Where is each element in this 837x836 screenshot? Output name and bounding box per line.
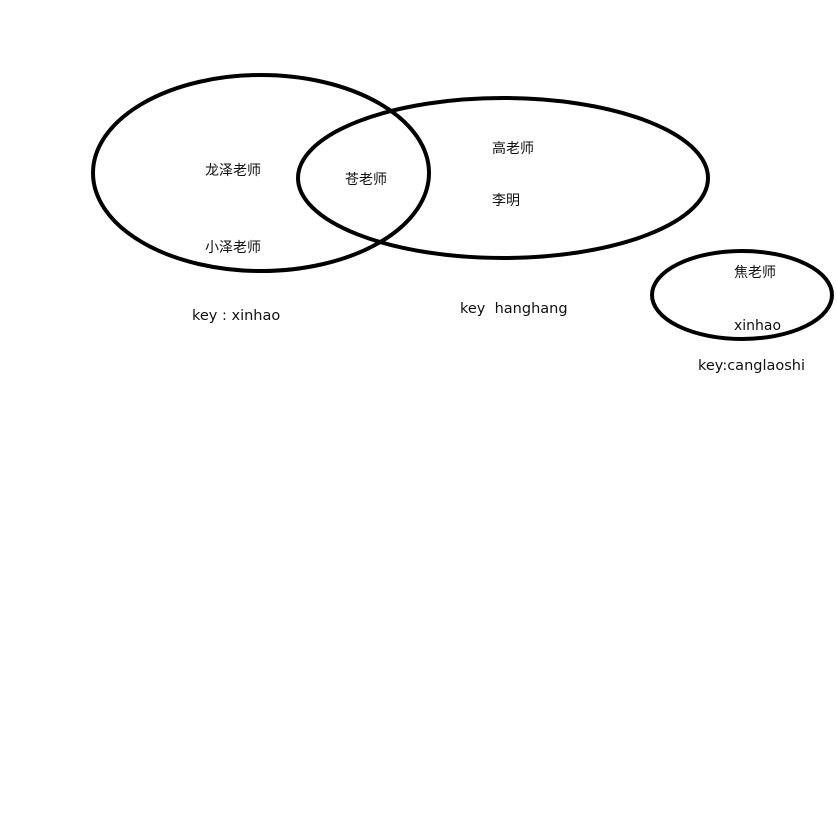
member-label: 龙泽老师	[205, 163, 261, 179]
set-ellipse-canglaoshi	[650, 249, 834, 341]
set-ellipse-xinhao	[91, 73, 431, 273]
member-label: 李明	[492, 193, 520, 209]
intersection-member-label: 苍老师	[345, 172, 387, 188]
member-label: 小泽老师	[205, 240, 261, 256]
set-ellipse-hanghang	[296, 96, 710, 260]
member-label: 高老师	[492, 140, 534, 157]
set-key-label-xinhao: key : xinhao	[192, 308, 280, 324]
set-key-label-hanghang: key hanghang	[460, 301, 568, 317]
member-label: xinhao	[734, 318, 781, 334]
set-key-label-canglaoshi: key:canglaoshi	[698, 358, 805, 374]
member-label: 焦老师	[734, 265, 776, 281]
